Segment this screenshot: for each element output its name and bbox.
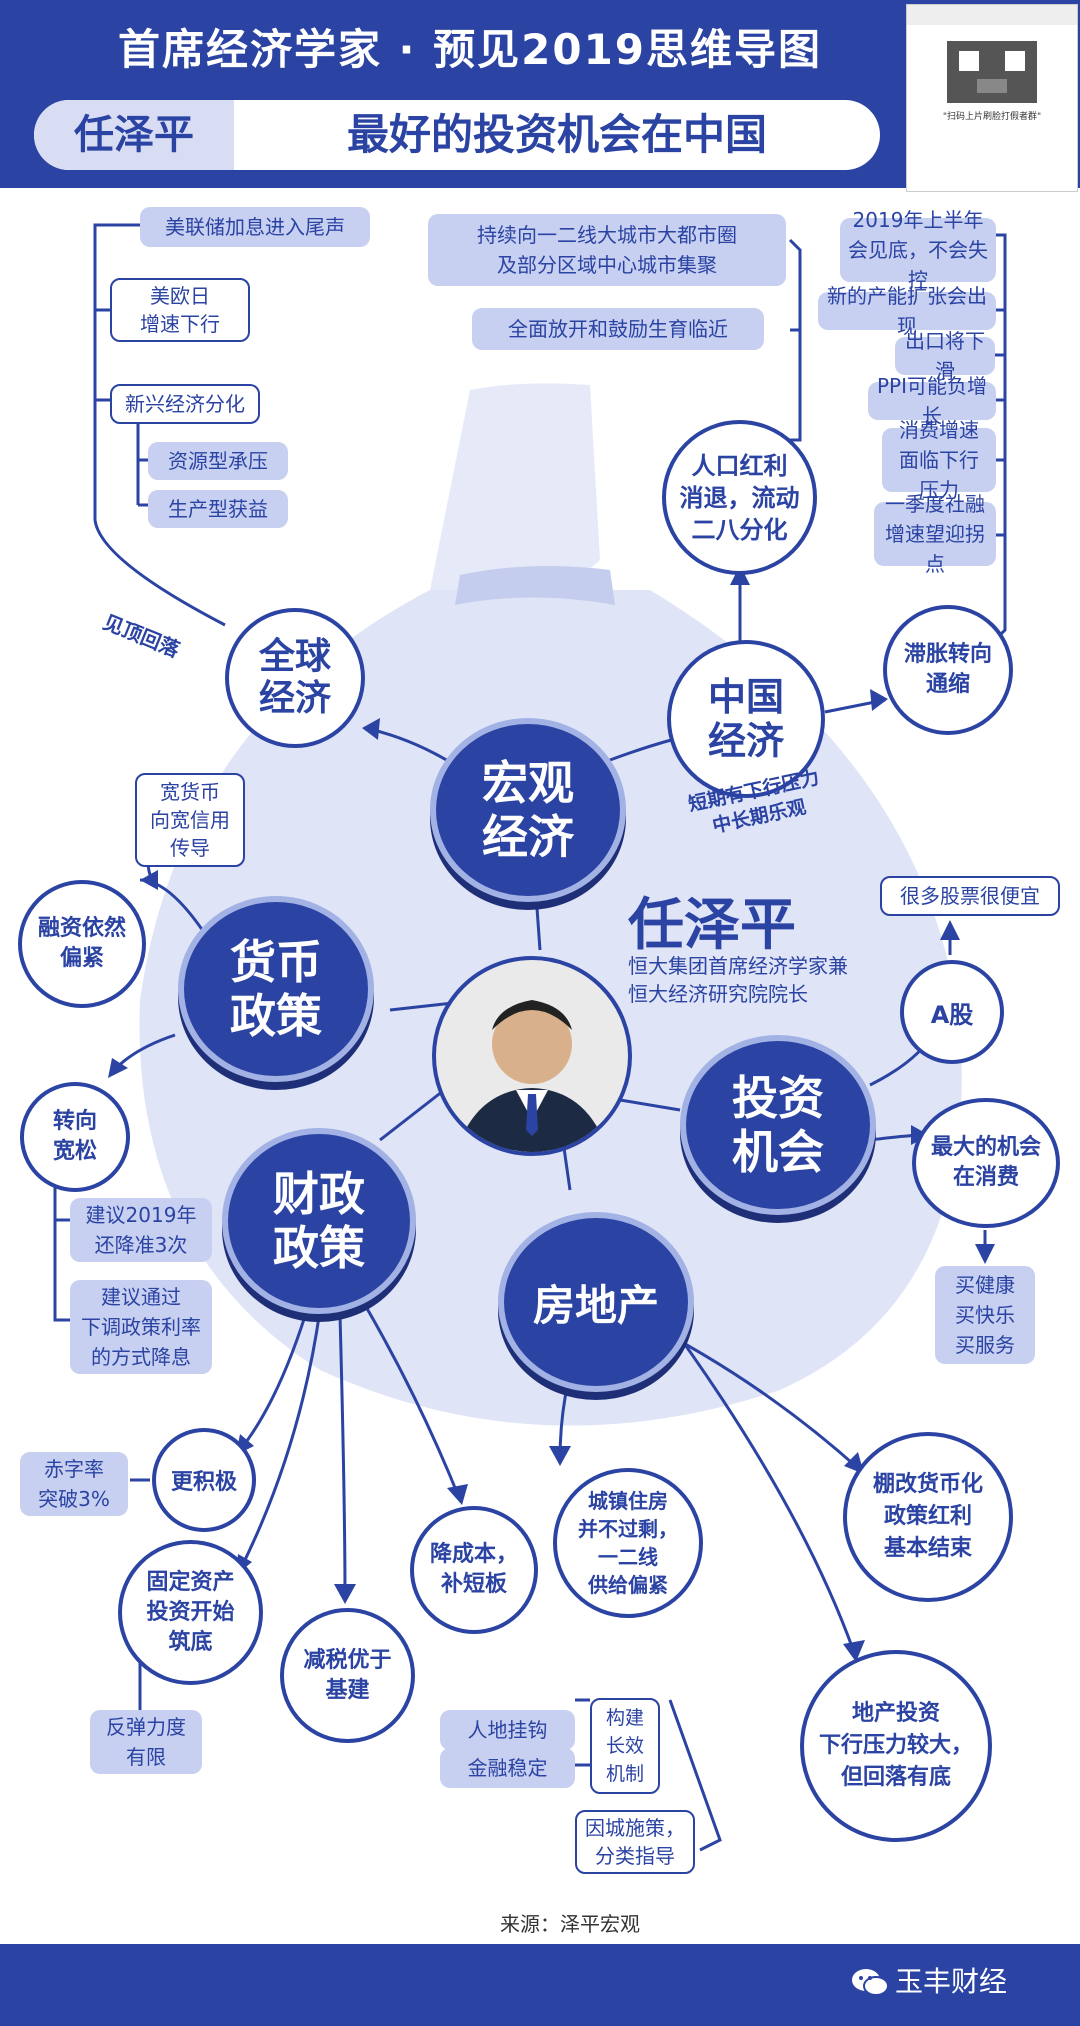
item-city-specific-policy: 因城施策， 分类指导 <box>575 1810 695 1874</box>
avatar <box>432 956 632 1156</box>
qr-code-icon <box>907 5 1077 103</box>
item-city-cluster: 持续向一二线大城市大都市圈 及部分区域中心城市集聚 <box>428 214 786 286</box>
person-portrait-icon <box>456 1000 608 1152</box>
item-financial-stability: 金融稳定 <box>440 1748 575 1788</box>
item-buy-health-happiness-service: 买健康 买快乐 买服务 <box>935 1266 1035 1364</box>
qr-code-panel: "扫码上片刷脸打假者群" <box>906 4 1078 192</box>
node-consumption-opportunity: 最大的机会 在消费 <box>912 1098 1060 1228</box>
item-emerging-divergence: 新兴经济分化 <box>110 384 260 424</box>
node-turn-loose: 转向 宽松 <box>20 1082 130 1192</box>
node-investment-opportunity: 投资 机会 <box>680 1035 876 1215</box>
subtitle: 最好的投资机会在中国 <box>346 110 767 159</box>
node-cost-reduction: 降成本， 补短板 <box>410 1506 538 1634</box>
node-monetary-policy: 货币 政策 <box>178 896 374 1082</box>
item-land-population-link: 人地挂钩 <box>440 1710 575 1750</box>
item-broad-credit: 宽货币 向宽信用 传导 <box>135 773 245 867</box>
node-a-shares: A股 <box>900 960 1004 1064</box>
item-export-decline: 出口将下滑 <box>895 329 995 383</box>
item-us-eu-jp-slowdown: 美欧日 增速下行 <box>110 278 250 342</box>
source-note: 来源：泽平宏观 <box>500 1912 640 1936</box>
node-population-dividend: 人口红利 消退，流动 二八分化 <box>662 420 817 575</box>
item-fed-hike-ending: 美联储加息进入尾声 <box>140 207 370 247</box>
node-global-economy: 全球 经济 <box>225 608 365 748</box>
page-title: 首席经济学家 · 预见2019思维导图 <box>117 25 823 74</box>
item-fertility-policy: 全面放开和鼓励生育临近 <box>472 308 764 350</box>
node-tax-cut-over-infrastructure: 减税优于 基建 <box>280 1608 415 1743</box>
node-china-economy: 中国 经济 <box>667 640 825 798</box>
item-resource-pressure: 资源型承压 <box>148 442 288 480</box>
node-shantytown-reform: 棚改货币化 政策红利 基本结束 <box>843 1432 1013 1602</box>
node-urban-housing: 城镇住房 并不过剩， 一二线 供给偏紧 <box>553 1468 703 1618</box>
item-cheap-stocks: 很多股票很便宜 <box>880 876 1060 916</box>
node-macro-economy: 宏观 经济 <box>430 718 626 902</box>
node-real-estate: 房地产 <box>498 1212 694 1392</box>
node-financing-tight: 融资依然 偏紧 <box>18 880 146 1008</box>
node-fiscal-policy: 财政 政策 <box>222 1128 416 1314</box>
node-more-active: 更积极 <box>152 1428 256 1532</box>
qr-caption: "扫码上片刷脸打假者群" <box>942 112 1042 122</box>
brand-name: 玉丰财经 <box>895 1965 1008 1998</box>
author-tag: 任泽平 <box>34 100 234 170</box>
item-ppi-negative: PPI可能负增长 <box>868 374 996 428</box>
item-deficit-ratio: 赤字率 突破3% <box>20 1452 128 1516</box>
item-rebound-limited: 反弹力度 有限 <box>90 1710 202 1774</box>
item-capacity-expansion: 新的产能扩张会出现 <box>818 284 996 338</box>
center-name: 任泽平 <box>628 893 796 958</box>
center-role: 恒大集团首席经济学家兼 恒大经济研究院院长 <box>628 954 848 1006</box>
item-h1-bottom: 2019年上半年 会见底，不会失控 <box>840 208 996 292</box>
wechat-icon <box>852 1969 889 1996</box>
item-social-financing: 一季度社融 增速望迎拐点 <box>874 492 996 576</box>
node-fixed-asset-investment: 固定资产 投资开始 筑底 <box>118 1540 263 1685</box>
node-property-investment: 地产投资 下行压力较大， 但回落有底 <box>800 1650 992 1842</box>
item-production-benefit: 生产型获益 <box>148 490 288 528</box>
item-rrr-cut: 建议2019年 还降准3次 <box>70 1198 212 1262</box>
node-stagflation-to-deflation: 滞胀转向 通缩 <box>883 605 1013 735</box>
footer-bar <box>0 1944 1080 2026</box>
subtitle-bar: 任泽平 最好的投资机会在中国 <box>34 100 880 170</box>
item-rate-cut: 建议通过 下调政策利率 的方式降息 <box>70 1280 212 1374</box>
item-long-term-mechanism: 构建 长效 机制 <box>590 1698 660 1794</box>
item-consumption-pressure: 消费增速 面临下行压力 <box>882 418 996 502</box>
